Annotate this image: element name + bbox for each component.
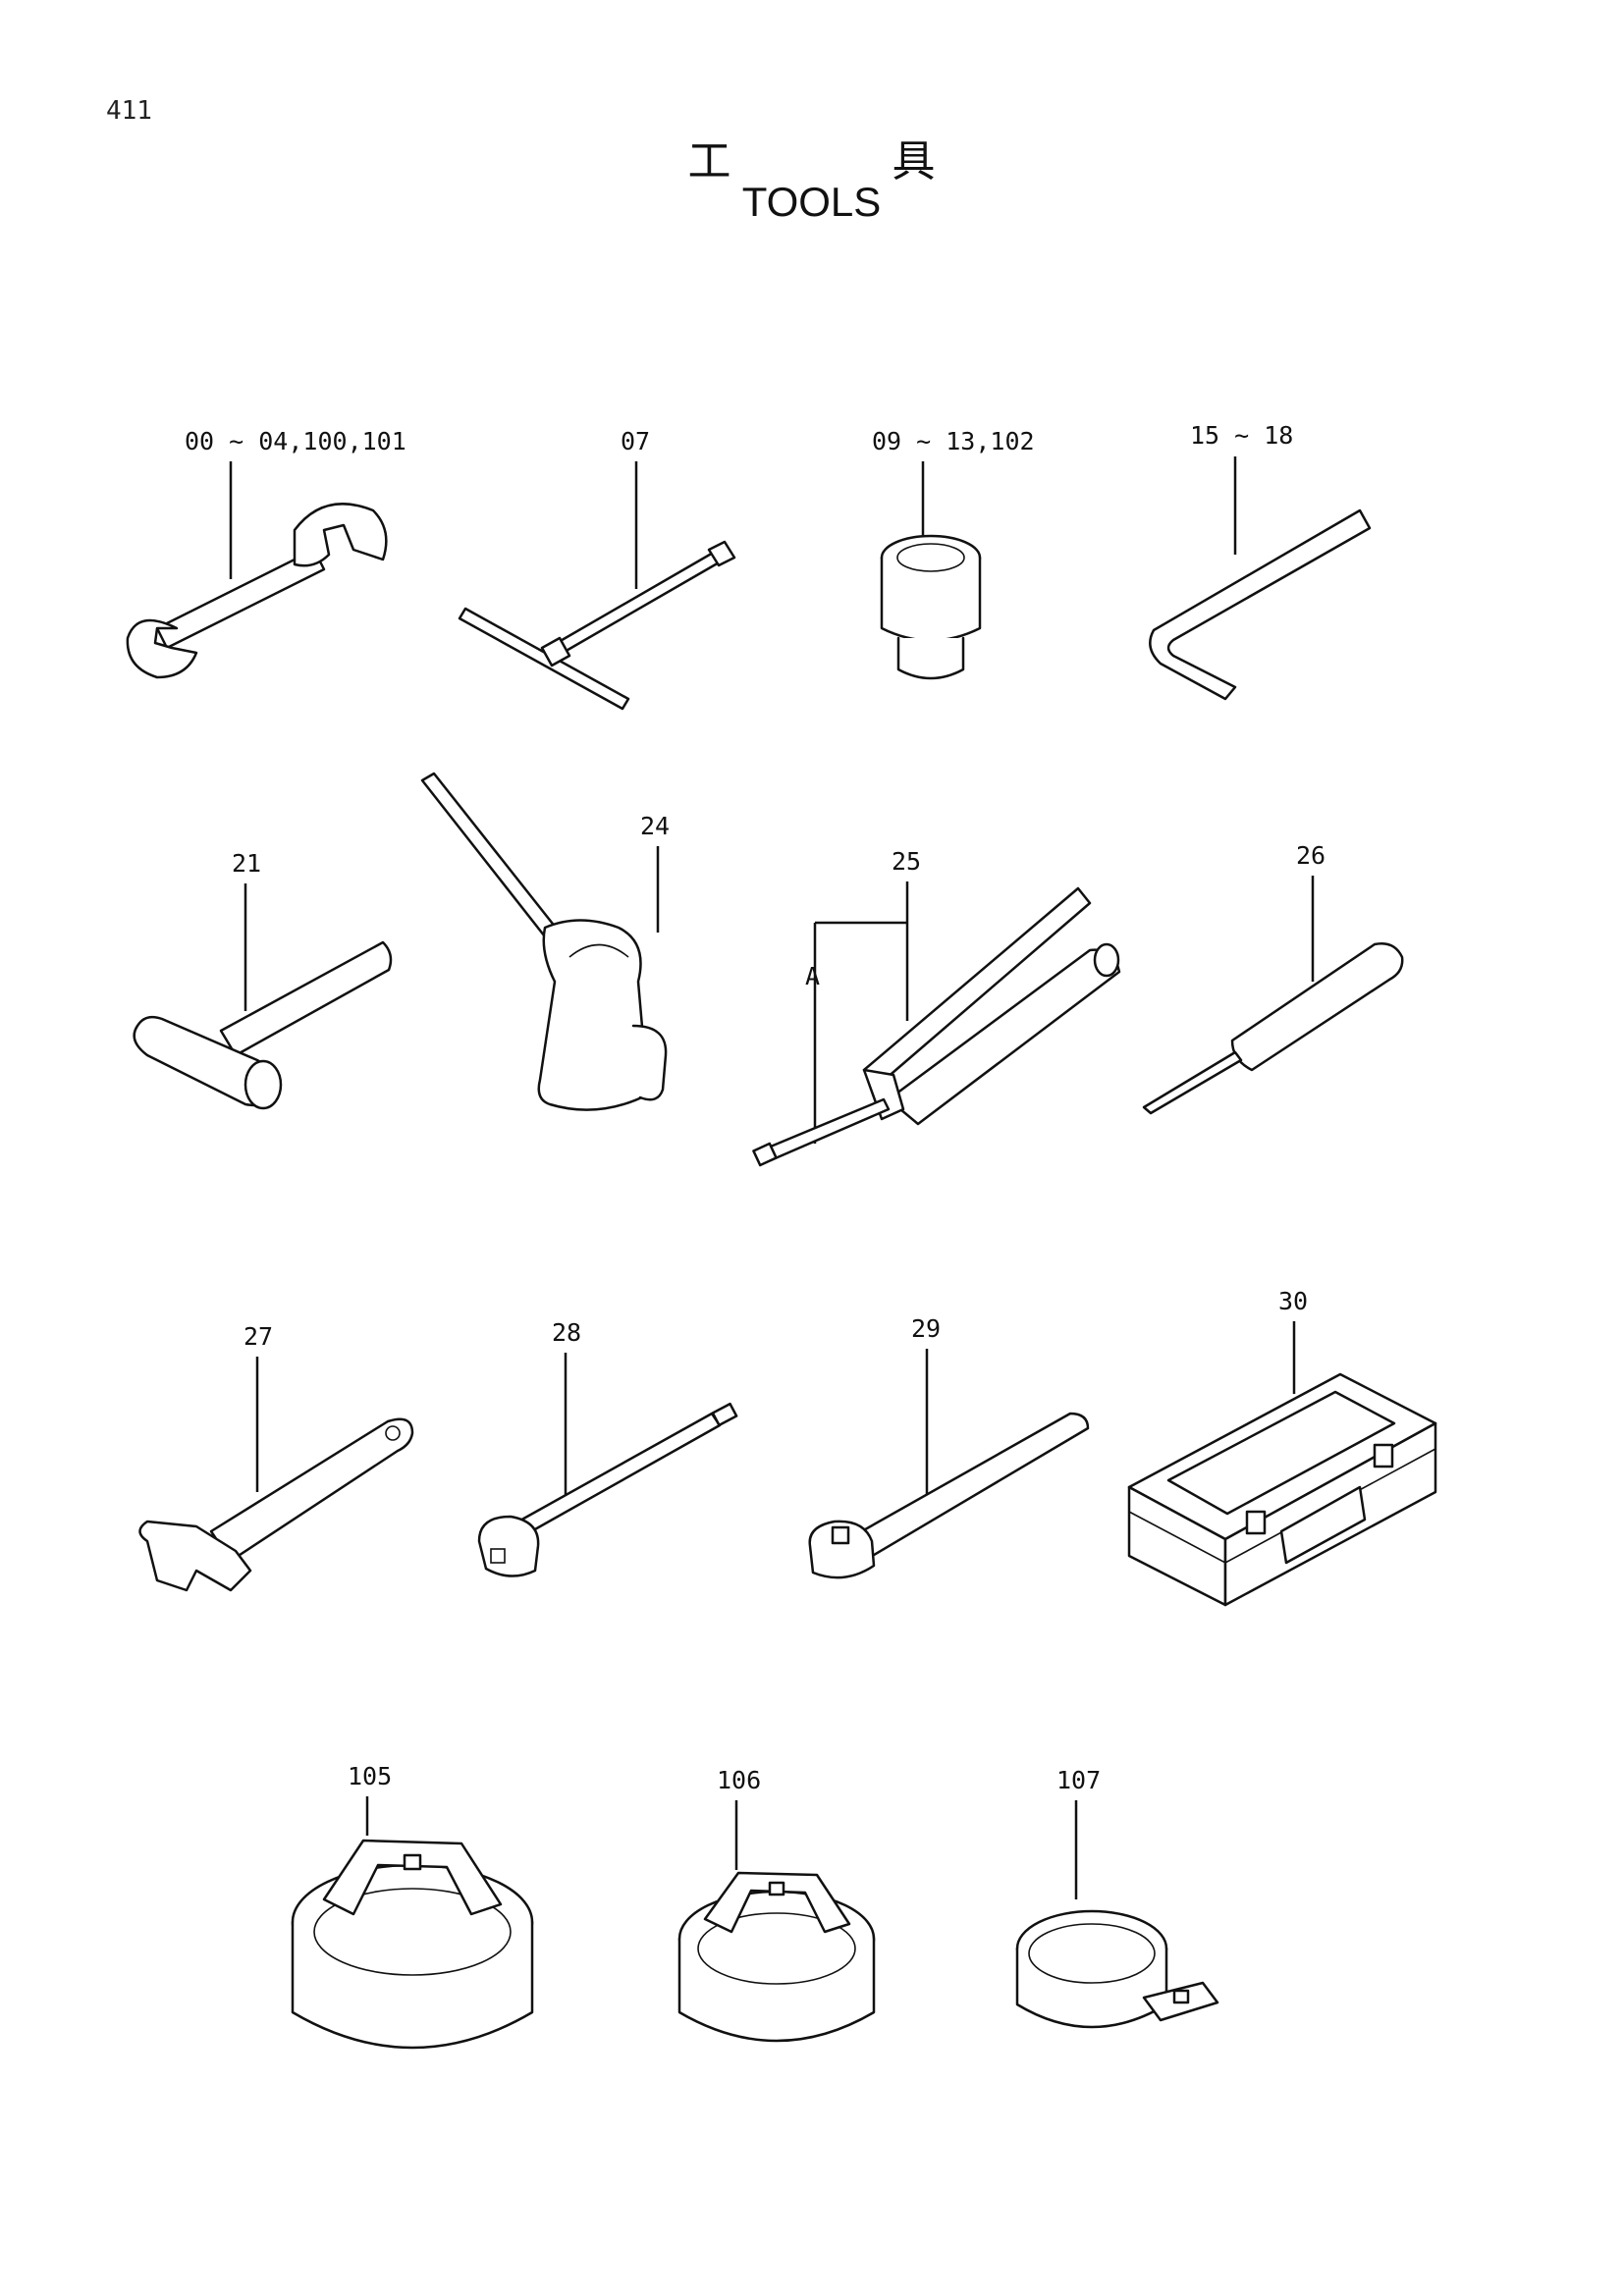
filter-wrench-small-body (1015, 1947, 1168, 2029)
hang-hole (385, 1425, 401, 1441)
hammer-face (243, 1059, 283, 1110)
extension-bar-shaft (499, 1412, 722, 1545)
filter-wrench-small-drive (1172, 1989, 1190, 2004)
screwdriver-shaft (1142, 1050, 1243, 1115)
filter-wrench-medium-body (677, 1937, 876, 2043)
wrench-head-small (126, 618, 198, 679)
extension-bar-drive-tip (711, 1402, 738, 1427)
grease-gun-coupler (752, 1142, 778, 1167)
part-label-hammer: 21 (232, 849, 261, 878)
tool-box-seam (1128, 1448, 1436, 1564)
part-label-t-handle: 07 (621, 427, 650, 455)
tool-box-latch-right (1373, 1443, 1394, 1468)
part-label-filter-wrench-large: 105 (348, 1762, 392, 1790)
page-title-japanese: 工 具 (687, 136, 936, 187)
oil-can-spout (420, 772, 562, 942)
tool-box-handle (1279, 1485, 1367, 1565)
screwdriver-handle (1230, 942, 1404, 1072)
filter-wrench-medium-inner (697, 1912, 856, 1985)
t-handle-shaft (543, 550, 723, 662)
part-label-extension-bar: 28 (552, 1318, 581, 1347)
filter-wrench-large-body (291, 1920, 534, 2050)
page-title-english: TOOLS (741, 179, 882, 225)
oil-can-cap (568, 943, 629, 958)
filter-wrench-large-inner (313, 1888, 512, 1976)
socket-part: 09 ~ 13,102 (872, 427, 1035, 680)
part-label-hex-key: 15 ~ 18 (1190, 421, 1293, 450)
wrench-shaft (155, 548, 326, 650)
grease-gun-end-cap (1093, 942, 1120, 978)
extension-bar-part: 28 (477, 1318, 738, 1577)
ratchet-head (808, 1520, 876, 1579)
hex-key-body (1149, 508, 1372, 701)
part-label-ratchet-handle: 29 (911, 1314, 941, 1343)
ratchet-drive-square (831, 1525, 850, 1545)
oil-can-part: 24 (420, 772, 670, 1111)
t-handle-wrench-part: 07 (458, 427, 736, 711)
socket-drive-end (896, 636, 965, 680)
filter-wrench-large-part: 105 (291, 1762, 534, 2050)
part-label-filter-wrench-small: 107 (1056, 1766, 1101, 1794)
tool-box-part: 30 (1127, 1287, 1437, 1607)
grease-gun-part: 25 A (752, 847, 1121, 1167)
tool-box-latch-left (1245, 1510, 1267, 1535)
filter-wrench-large-drive (403, 1853, 422, 1871)
wrench-head-large (293, 503, 388, 567)
open-end-wrench-part: 00 ~ 04,100,101 (126, 427, 406, 679)
filter-wrench-medium-part: 106 (677, 1766, 876, 2043)
part-label-wrench: 00 ~ 04,100,101 (185, 427, 406, 455)
hammer-part: 21 (133, 849, 393, 1110)
part-label-socket: 09 ~ 13,102 (872, 427, 1035, 455)
grease-gun-nozzle (764, 1097, 891, 1162)
part-label-tool-box: 30 (1278, 1287, 1308, 1315)
filter-wrench-small-part: 107 (1015, 1766, 1219, 2029)
ratchet-handle-bar (842, 1412, 1090, 1563)
filter-wrench-large-bridge (322, 1839, 503, 1916)
adjustable-wrench-jaw (138, 1520, 252, 1592)
t-handle-crossbar (458, 607, 630, 711)
part-label-screwdriver: 26 (1296, 841, 1325, 870)
oil-can-body (537, 919, 650, 1111)
part-label-filter-wrench-medium: 106 (717, 1766, 761, 1794)
adjustable-wrench-handle (209, 1417, 414, 1563)
screwdriver-part: 26 (1142, 841, 1404, 1115)
filter-wrench-medium-bridge (703, 1871, 851, 1934)
adjustable-wrench-part: 27 (138, 1322, 414, 1592)
extension-bar-square-hole (490, 1548, 506, 1564)
tool-box-lid-panel (1166, 1390, 1396, 1516)
t-handle-collar (540, 636, 571, 667)
page-number: 411 (106, 96, 152, 126)
extension-bar-socket-end (477, 1515, 540, 1577)
part-label-oil-can: 24 (640, 812, 670, 840)
part-label-grease-gun: 25 (892, 847, 921, 876)
hammer-handle (219, 940, 393, 1057)
part-label-adjustable-wrench: 27 (243, 1322, 273, 1351)
filter-wrench-small-inner (1028, 1923, 1156, 1984)
socket-body (880, 556, 982, 642)
filter-wrench-medium-drive (768, 1881, 785, 1896)
socket-bore (896, 543, 965, 572)
t-handle-tip (707, 540, 736, 567)
ratchet-handle-part: 29 (808, 1314, 1090, 1579)
detail-label-a: A (805, 962, 820, 990)
oil-can-handle (631, 1024, 668, 1101)
hex-key-part: 15 ~ 18 (1149, 421, 1372, 701)
